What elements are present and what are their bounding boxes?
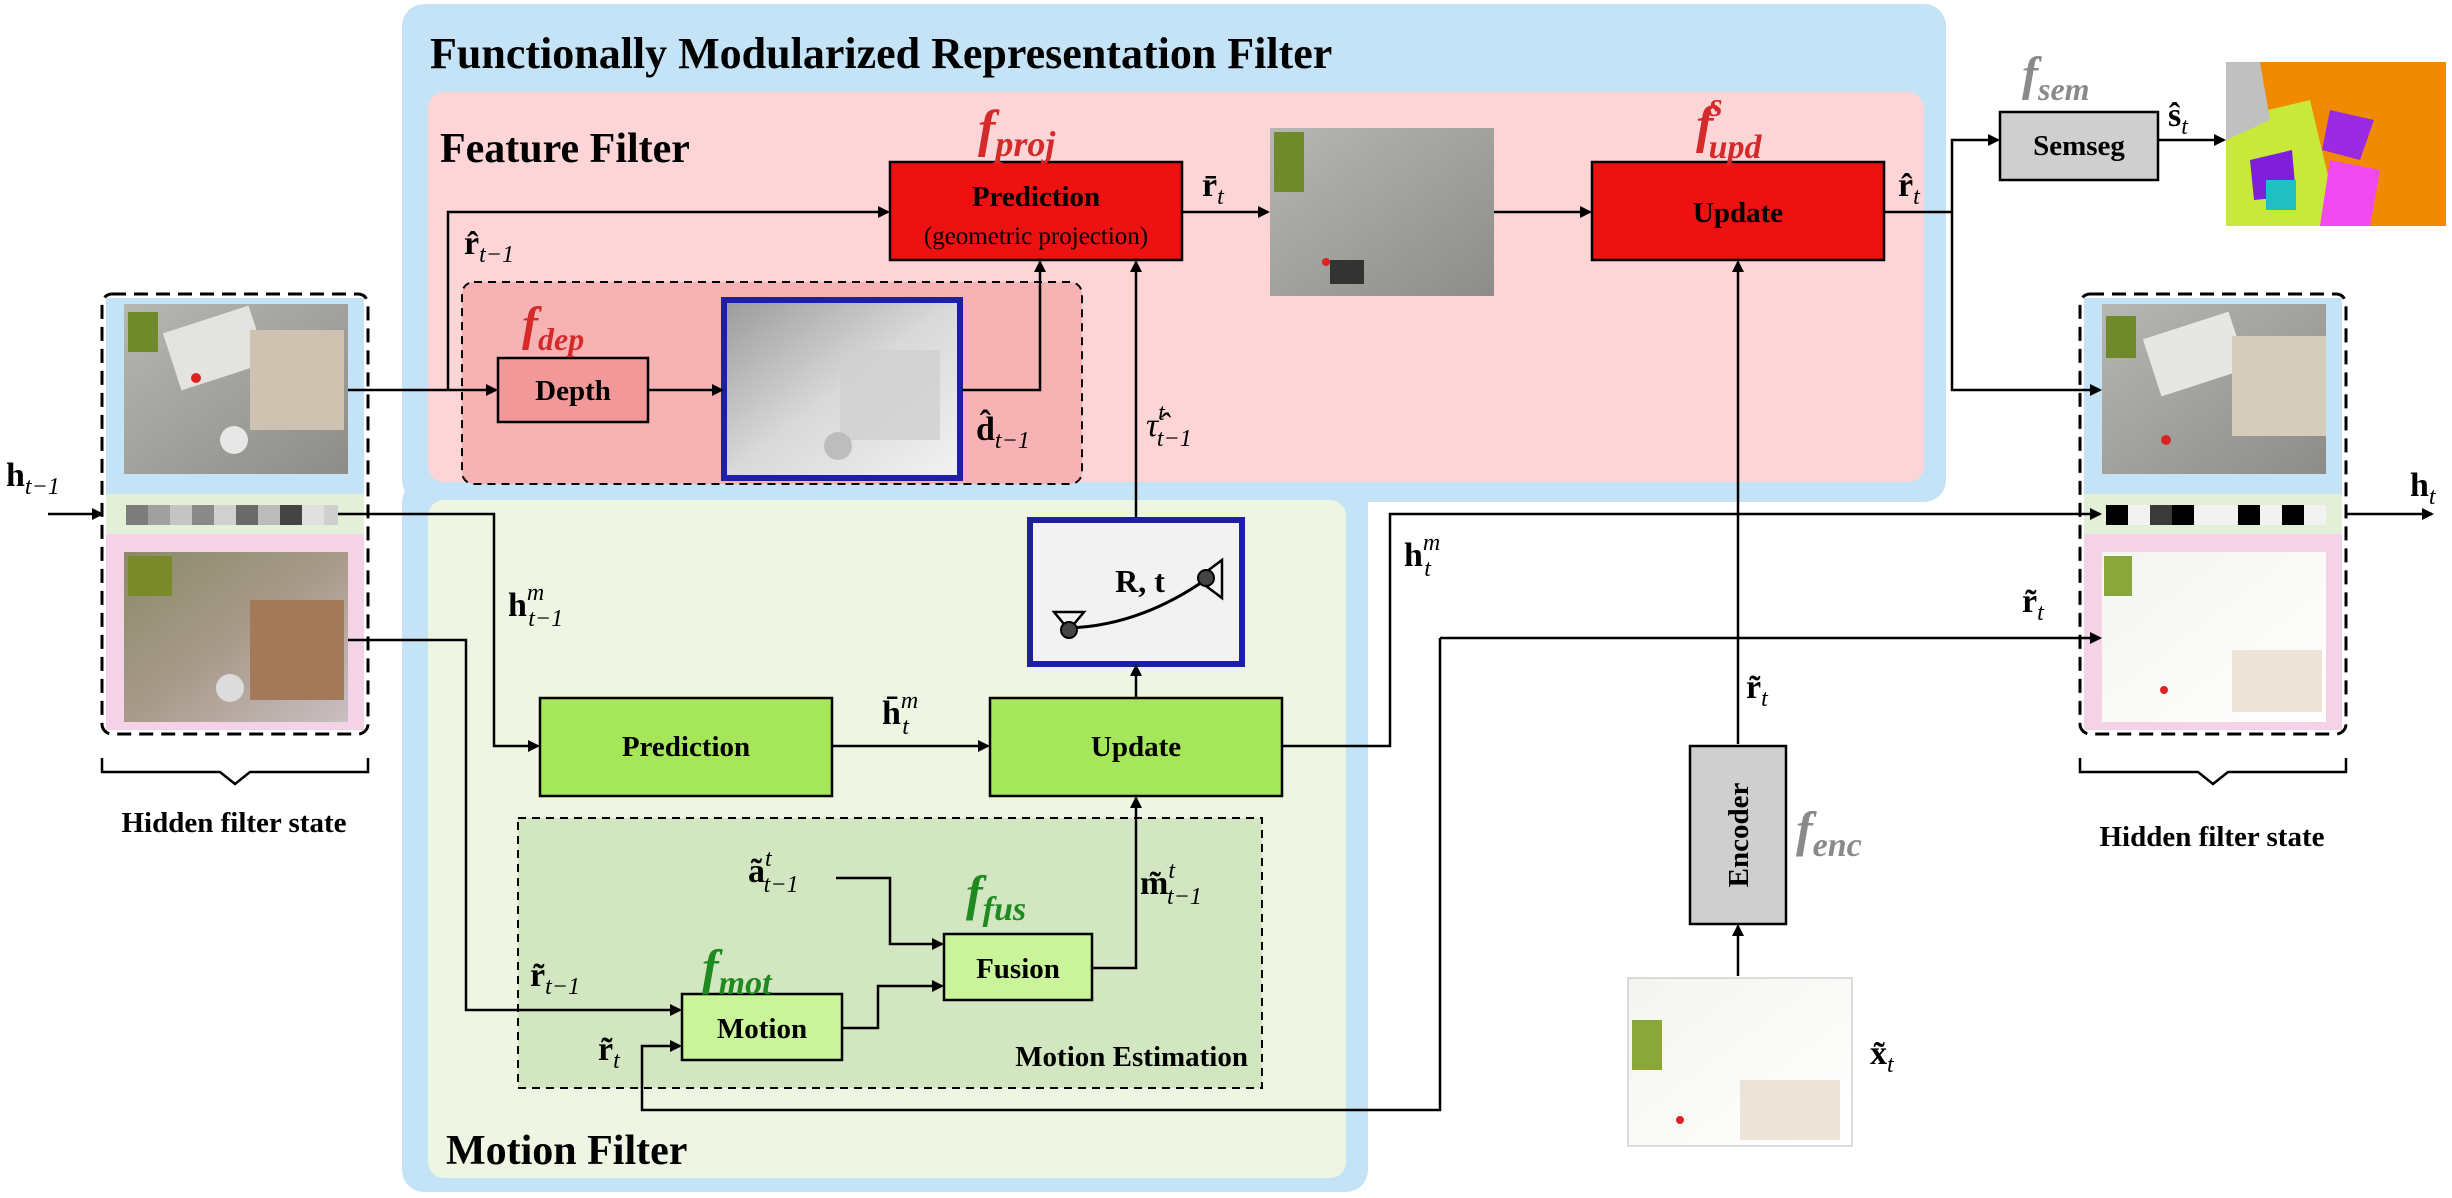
- left-noisy-image: [124, 552, 348, 722]
- label-r-tilde-t-motion: r̃t: [598, 1031, 621, 1074]
- fusion-label: Fusion: [976, 953, 1060, 985]
- hidden-state-left-brace: [100, 758, 370, 786]
- predicted-feature-image: [1270, 128, 1494, 296]
- hidden-state-right-brace: [2078, 758, 2348, 786]
- label-d-hat-tm1: d̂t−1: [976, 408, 1030, 454]
- motion-label: Motion: [717, 1013, 807, 1045]
- semseg-output-image: [2226, 62, 2446, 226]
- encoder-label: Encoder: [1723, 783, 1755, 888]
- right-sparse-image: [2102, 552, 2326, 722]
- wire-a-tilde: [836, 876, 944, 950]
- semseg-label: Semseg: [2033, 130, 2125, 162]
- feature-prediction-sublabel: (geometric projection): [924, 223, 1148, 250]
- feature-prediction-box[interactable]: [888, 160, 1184, 262]
- f-mot-label: fmot: [702, 939, 773, 1002]
- motion-prediction-label: Prediction: [622, 731, 750, 763]
- feature-filter-title: Feature Filter: [440, 126, 690, 172]
- outer-title: Functionally Modularized Representation …: [430, 29, 1332, 78]
- f-enc-label: fenc: [1796, 801, 1862, 864]
- f-sem-label: fsem: [2022, 48, 2090, 107]
- semseg-box[interactable]: [1998, 110, 2160, 182]
- depth-box[interactable]: [496, 356, 650, 424]
- hidden-state-left-label: Hidden filter state: [122, 807, 347, 839]
- wire-h-m-tm1: [338, 512, 540, 752]
- hidden-state-right-label: Hidden filter state: [2100, 821, 2325, 853]
- motion-update-label: Update: [1091, 731, 1181, 763]
- f-fus-label: ffus: [966, 865, 1026, 928]
- camera-pose-icon: [1051, 557, 1224, 639]
- motion-filter-title: Motion Filter: [446, 1128, 687, 1174]
- f-proj-label: fproj: [978, 101, 1056, 164]
- label-r-tilde-t-encoder: r̃t: [1746, 669, 1769, 712]
- label-r-hat-t: r̂t: [1898, 167, 1921, 210]
- pose-label: R, t: [1115, 563, 1165, 599]
- wire-motion-update-out: [1282, 508, 2102, 748]
- label-r-tilde-tm1: r̃t−1: [530, 957, 580, 1000]
- label-x-tilde-t: x̃t: [1870, 1035, 1895, 1078]
- label-s-hat-t: ŝt: [2168, 97, 2189, 140]
- encoder-box[interactable]: [1688, 744, 1788, 926]
- motion-estimation-label: Motion Estimation: [1015, 1041, 1248, 1073]
- motion-update-box[interactable]: [988, 696, 1284, 798]
- left-feature-image: [124, 304, 348, 474]
- label-r-bar-t: r̄t: [1202, 167, 1225, 210]
- wire-r-tilde-tm1: [348, 638, 682, 1016]
- wire-r-hat-tm1-up: [446, 206, 890, 390]
- feature-update-label: Update: [1693, 197, 1783, 229]
- wire-motion-to-fusion: [842, 980, 944, 1030]
- motion-box[interactable]: [680, 992, 844, 1062]
- wire-r-tilde-t-feedback: [640, 638, 1442, 1112]
- depth-label: Depth: [535, 375, 611, 407]
- pose-box: [1027, 517, 1245, 667]
- wire-fusion-to-update: [1092, 796, 1142, 970]
- feature-prediction-label: Prediction: [972, 181, 1100, 213]
- f-dep-label: fdep: [522, 298, 584, 357]
- motion-estimation-panel: [517, 817, 1263, 1089]
- encoder-input-image: [1627, 977, 1853, 1147]
- label-r-hat-tm1: r̂t−1: [464, 225, 514, 268]
- right-feature-image: [2102, 304, 2326, 474]
- feature-update-box[interactable]: [1590, 160, 1886, 262]
- wire-depth-to-pred: [962, 260, 1046, 392]
- label-h-t: ht: [2410, 467, 2437, 510]
- hidden-state-left-vector: [126, 505, 338, 525]
- wire-update-out: [1884, 134, 2000, 214]
- depth-map-image: [721, 297, 963, 481]
- label-h-tm1: ht−1: [6, 457, 60, 500]
- hidden-state-right-vector: [2106, 505, 2326, 525]
- label-r-tilde-t-state: r̃t: [2022, 583, 2045, 626]
- wire-update-to-state: [1950, 212, 2102, 396]
